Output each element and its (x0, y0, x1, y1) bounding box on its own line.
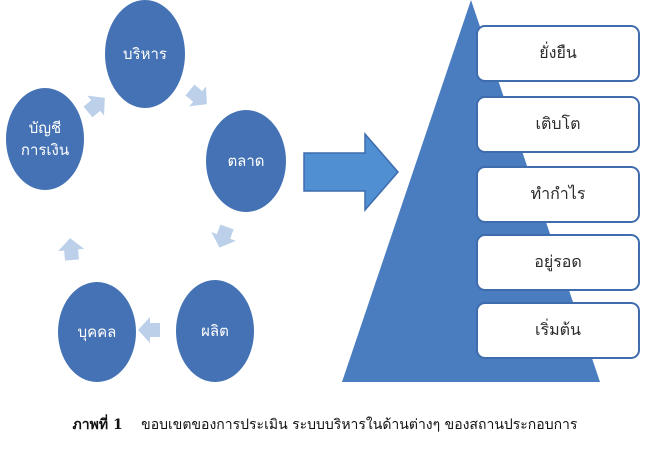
pyramid-level-survival: อยู่รอด (476, 234, 640, 291)
cycle-arrow-accounting-to-admin (83, 95, 105, 118)
big-arrow (303, 131, 399, 213)
cycle-node-personnel: บุคคล (58, 282, 136, 382)
pyramid-level-sustainable: ยั่งยืน (476, 25, 640, 82)
cycle-node-label: บุคคล (77, 322, 117, 341)
cycle-arrow-personnel-to-accounting (58, 238, 85, 261)
cycle-node-label-line2: การเงิน (20, 141, 70, 159)
figure-caption-text: ขอบเขตของการประเมิน ระบบบริหารในด้านต่าง… (141, 417, 578, 433)
cycle-node-label: ตลาด (227, 151, 265, 170)
cycle-node-label-line1: บัญชี (28, 118, 62, 137)
cycle-node-administration: บริหาร (105, 0, 185, 108)
pyramid-level-start: เริ่มต้น (476, 302, 640, 359)
cycle-arrow-production-to-personnel (138, 317, 160, 343)
figure-caption: ภาพที่ 1 ขอบเขตของการประเมิน ระบบบริหารใ… (0, 414, 650, 436)
cycle-node-accounting-finance: บัญชี การเงิน (6, 88, 84, 190)
figure-caption-label: ภาพที่ 1 (72, 417, 123, 433)
pyramid-level-profit: ทำกำไร (476, 166, 640, 223)
pyramid-level-label: ทำกำไร (530, 184, 586, 203)
cycle-node-production: ผลิต (176, 280, 254, 382)
pyramid-level-label: เติบโต (535, 114, 581, 133)
cycle-node-label: บริหาร (123, 44, 167, 63)
pyramid-level-label: อยู่รอด (534, 252, 582, 271)
cycle-arrow-marketing-to-production (211, 224, 236, 248)
cycle-arrow-admin-to-marketing (185, 84, 207, 107)
pyramid-level-label: เริ่มต้น (535, 320, 581, 339)
pyramid-level-growth: เติบโต (476, 96, 640, 153)
pyramid-level-label: ยั่งยืน (539, 43, 577, 62)
cycle-node-label: ผลิต (201, 321, 229, 340)
cycle-node-marketing: ตลาด (206, 110, 286, 212)
